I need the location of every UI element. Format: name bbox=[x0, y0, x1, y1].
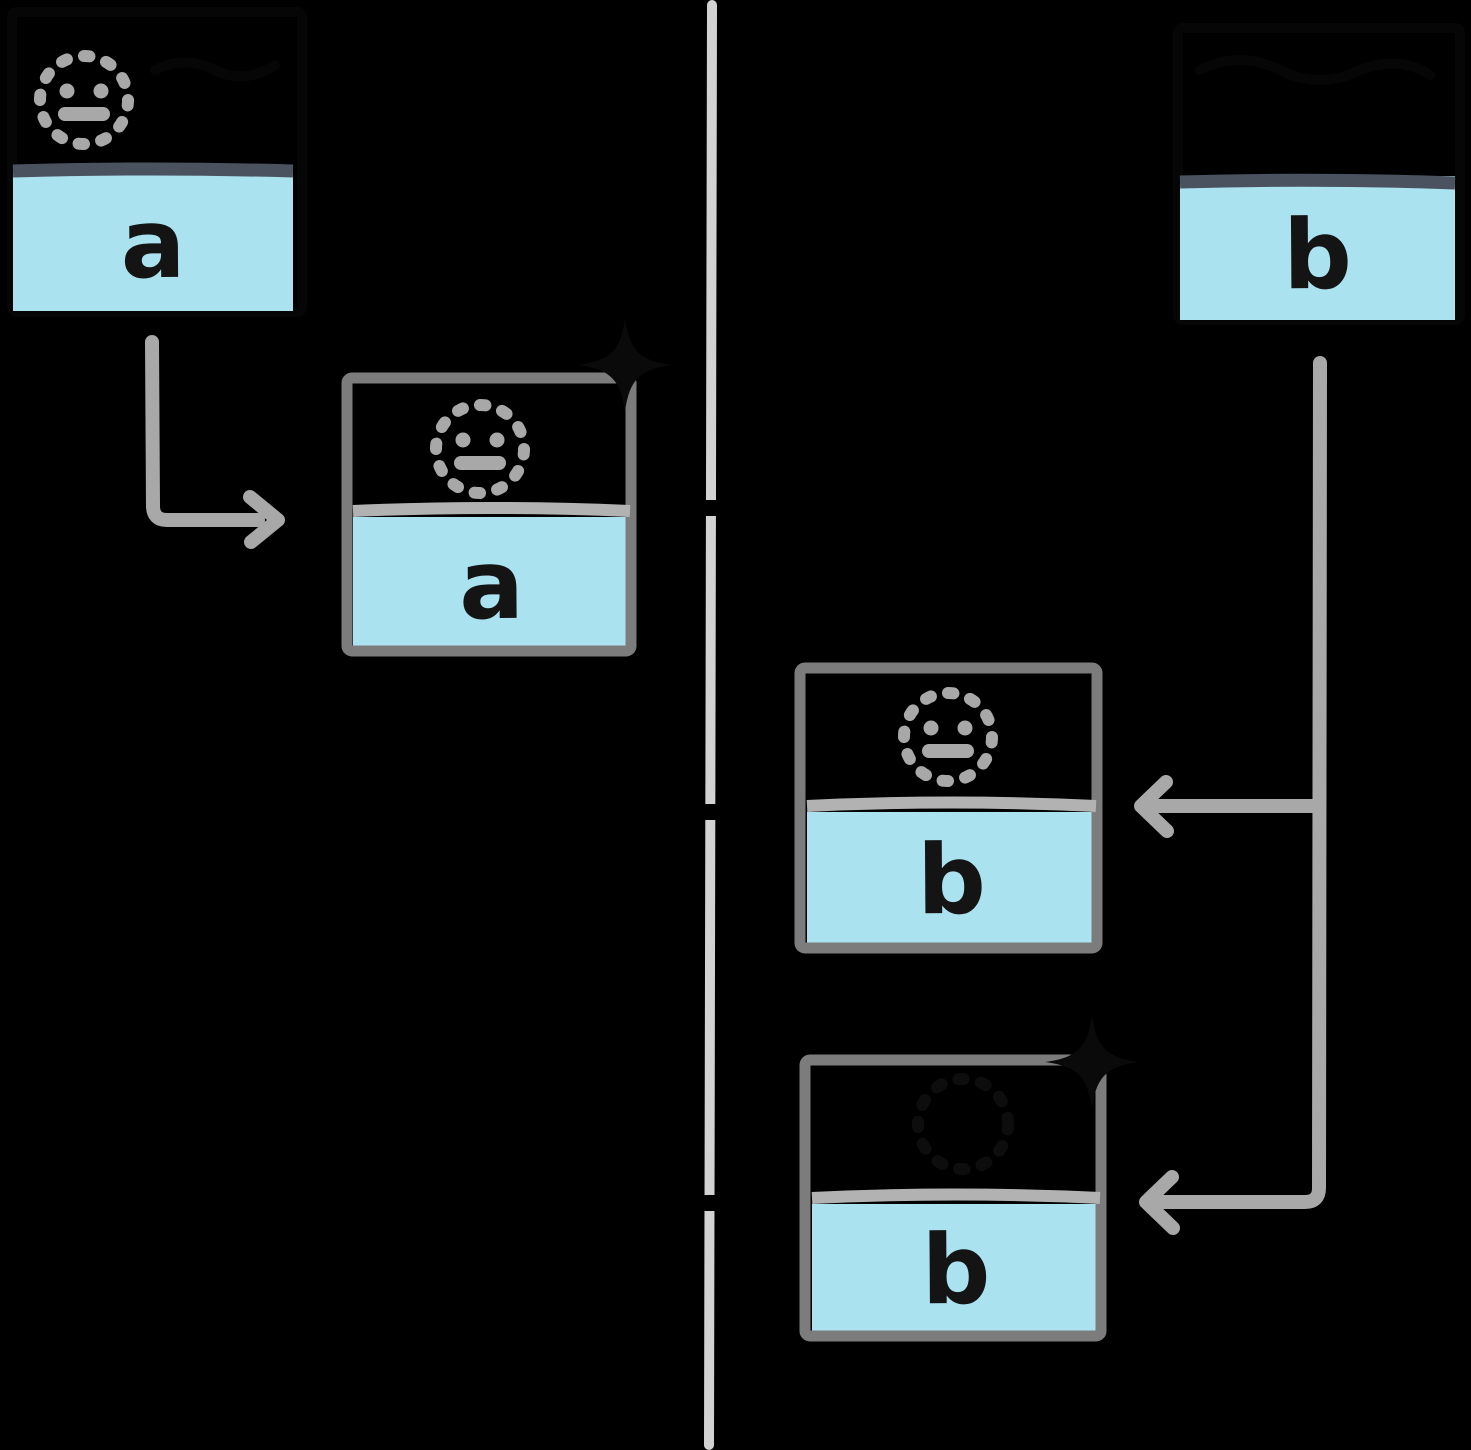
arrow-from-b-to-bottom-right-box bbox=[1139, 356, 1327, 1235]
label-bottom-right: b bbox=[921, 1213, 991, 1327]
box-bottom-right-frame bbox=[799, 1054, 1107, 1342]
timeline-tick-1 bbox=[674, 500, 746, 516]
arrowhead-left-icon bbox=[1139, 1170, 1180, 1235]
box-top-left-fill bbox=[13, 165, 293, 311]
box-bottom-right-divider bbox=[811, 1188, 1101, 1204]
box-top-left-header-bar bbox=[12, 162, 294, 178]
box-top-right bbox=[1179, 173, 1456, 320]
box-mid-left-frame bbox=[341, 372, 637, 657]
dashed-circle-face-icon bbox=[40, 56, 128, 144]
box-mid-right-fill bbox=[807, 812, 1096, 948]
box-top-right-header-bar bbox=[1179, 173, 1456, 190]
arrow-branch-to-mid-right-box bbox=[1134, 775, 1325, 838]
box-top-right-fill bbox=[1180, 176, 1455, 320]
label-mid-left: a bbox=[458, 528, 525, 641]
box-mid-left bbox=[341, 318, 672, 657]
box-mid-right-frame bbox=[794, 662, 1103, 954]
timeline-tick-2 bbox=[674, 804, 746, 820]
label-top-right: b bbox=[1282, 198, 1353, 312]
box-mid-left-divider bbox=[352, 502, 631, 517]
hidden-box-outline-top-left bbox=[7, 7, 307, 317]
dashed-circle-face-icon bbox=[436, 405, 524, 493]
box-top-left bbox=[12, 162, 294, 311]
sparkle-icon bbox=[578, 318, 672, 412]
arrow-from-a-to-mid-left-box bbox=[145, 335, 285, 549]
box-mid-left-fill bbox=[353, 517, 630, 652]
box-mid-right bbox=[794, 662, 1103, 954]
hidden-scribble-top-right bbox=[1195, 55, 1435, 85]
hidden-dashed-circle-icon bbox=[912, 1073, 1014, 1175]
box-bottom-right bbox=[799, 1015, 1139, 1342]
label-top-left: a bbox=[120, 187, 186, 301]
central-timeline bbox=[674, 0, 746, 1450]
arrowhead-left-icon bbox=[1134, 775, 1174, 838]
hidden-scribble-top-left bbox=[150, 57, 280, 82]
arrowhead-right-icon bbox=[243, 490, 285, 549]
sparkle-icon bbox=[1045, 1015, 1139, 1109]
label-mid-right: b bbox=[916, 823, 987, 937]
box-mid-right-divider bbox=[806, 796, 1097, 812]
timeline-tick-3 bbox=[674, 1195, 746, 1211]
box-bottom-right-fill bbox=[812, 1204, 1100, 1336]
dashed-circle-face-icon bbox=[904, 693, 992, 781]
